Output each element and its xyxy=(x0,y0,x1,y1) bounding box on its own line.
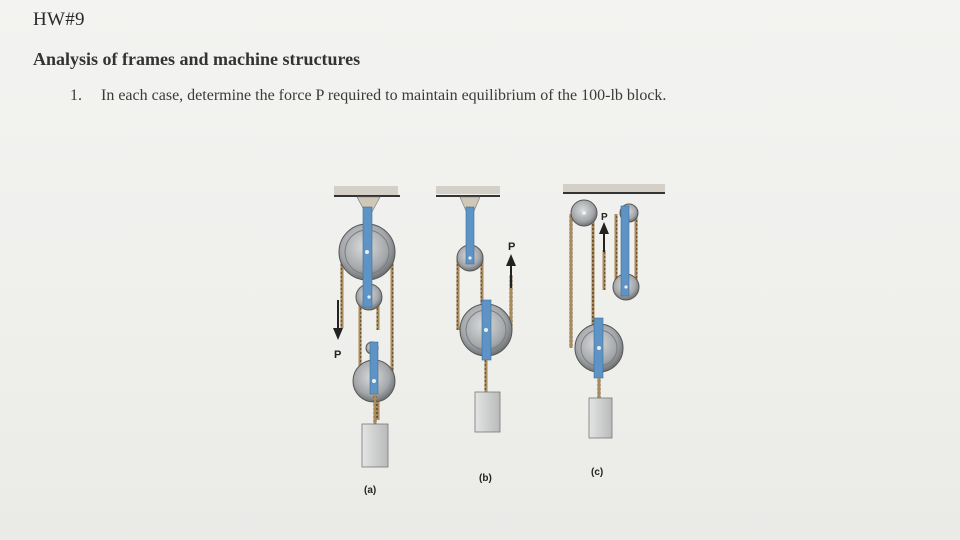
section-title: Analysis of frames and machine structure… xyxy=(33,49,361,69)
block-c xyxy=(588,397,613,439)
caption-a: (a) xyxy=(364,485,376,496)
figure-b: P xyxy=(436,186,516,433)
force-label-b: P xyxy=(508,241,515,253)
force-label-c: P xyxy=(601,212,608,223)
link-b-upper xyxy=(465,206,475,265)
hw-title: HW#9 xyxy=(33,9,85,30)
figure-a: P xyxy=(333,186,400,468)
rope-c xyxy=(569,214,638,348)
link-a-upper xyxy=(362,206,373,308)
link-c-upper xyxy=(620,205,630,297)
caption-b: (b) xyxy=(479,473,492,484)
caption-c: (c) xyxy=(591,467,603,478)
problem-number: 1. xyxy=(70,87,82,104)
ceiling-support-c xyxy=(563,184,665,193)
force-label-a: P xyxy=(334,349,341,361)
block-a xyxy=(361,423,389,468)
figure-c: P xyxy=(563,184,665,439)
ceiling-support-b xyxy=(436,186,500,194)
link-a-lower xyxy=(369,341,379,395)
ceiling-support-a xyxy=(334,186,398,195)
block-b xyxy=(474,391,501,433)
problem-text: In each case, determine the force P requ… xyxy=(101,87,667,104)
